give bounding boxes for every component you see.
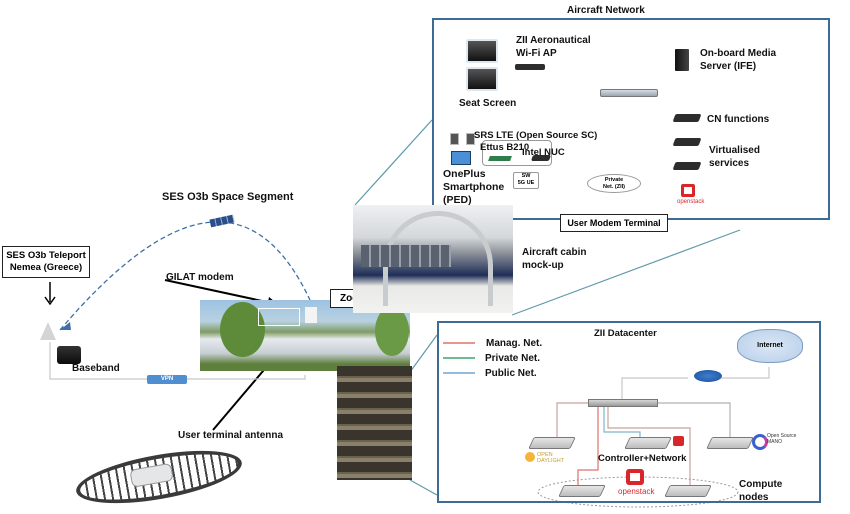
- private-net-cloud: Private Net. (ZII): [587, 174, 641, 193]
- opendaylight-server-icon: [528, 437, 576, 449]
- seat-screen-icon: [466, 39, 498, 63]
- user-terminal-antenna-label: User terminal antenna: [178, 430, 284, 441]
- osm-logo-icon: [752, 434, 768, 450]
- datacenter-rack-photo: [337, 366, 412, 480]
- user-modem-terminal-box: User Modem Terminal: [560, 214, 668, 232]
- laptop-icon: [451, 151, 471, 165]
- ettus-label: Ettus B210: [480, 142, 530, 153]
- vpn-badge: VPN: [147, 375, 187, 384]
- virtualised-services-label: Virtualised services: [709, 145, 760, 169]
- wifi-ap-icon: [515, 64, 545, 70]
- satellite-dish-icon: [40, 322, 56, 340]
- phone-icon: [450, 133, 459, 145]
- openstack-logo-text: openstack: [618, 487, 655, 496]
- datacenter-title: ZII Datacenter: [594, 328, 657, 339]
- legend-public-net: Public Net.: [485, 368, 537, 379]
- intel-nuc-label: Intel NUC: [522, 147, 565, 158]
- mano-server-icon: [706, 437, 754, 449]
- baseband-icon: [57, 346, 81, 364]
- cn-server-icon: [672, 114, 702, 122]
- satellite-link-arc: [59, 221, 311, 331]
- intel-nuc-icon: [530, 155, 552, 161]
- oneplus-smartphone-label: OnePlus Smartphone (PED): [443, 168, 505, 206]
- compute-nodes-label: Compute nodes: [739, 479, 783, 503]
- aircraft-cabin-label: Aircraft cabin mock-up: [522, 247, 587, 271]
- teleport-box: SES O3b Teleport Nemea (Greece): [2, 246, 90, 278]
- srs-hardware-group: [482, 140, 552, 166]
- openstack-logo-icon: [626, 469, 644, 485]
- internet-cloud: Internet: [737, 329, 803, 363]
- gilat-modem-label: GILAT modem: [166, 272, 234, 283]
- controller-network-label: Controller+Network: [598, 453, 687, 464]
- controller-server-icon: [624, 437, 672, 449]
- compute-node-server-icon: [664, 485, 712, 497]
- cn-server-icon: [672, 138, 702, 146]
- datacenter-panel: [437, 321, 821, 503]
- aircraft-network-title: Aircraft Network: [567, 5, 645, 16]
- srs-lte-label: SRS LTE (Open Source SC): [474, 130, 598, 141]
- baseband-label: Baseband: [72, 363, 120, 374]
- zodiac-building-photo: [200, 300, 410, 371]
- media-server-icon: [675, 49, 689, 71]
- openstack-small-icon: [673, 436, 684, 446]
- cn-server-icon: [672, 162, 702, 170]
- compute-node-server-icon: [558, 485, 606, 497]
- media-server-label: On-board Media Server (IFE): [700, 48, 777, 72]
- seat-screen-label: Seat Screen: [459, 98, 517, 109]
- sw-5g-ue-box: SW 5G UE: [513, 172, 539, 189]
- aircraft-cabin-photo: [353, 205, 513, 313]
- router-icon: [694, 370, 722, 382]
- osm-logo-text: Open Source MANO: [767, 433, 797, 445]
- seat-screen-icon: [466, 67, 498, 91]
- opendaylight-logo-icon: [525, 452, 535, 462]
- network-switch-icon: [600, 89, 658, 97]
- ettus-board-icon: [488, 156, 512, 161]
- space-segment-label: SES O3b Space Segment: [162, 191, 294, 203]
- phone-icon: [466, 133, 475, 145]
- opendaylight-logo-text: OPEN DAYLIGHT: [537, 452, 565, 464]
- openstack-logo-text: openstack: [677, 199, 705, 205]
- cn-functions-label: CN functions: [707, 114, 770, 125]
- datacenter-switch-icon: [588, 399, 658, 407]
- zii-wifi-ap-label: ZII Aeronautical Wi-Fi AP: [516, 35, 591, 59]
- legend-private-net: Private Net.: [485, 353, 541, 364]
- legend-manag-net: Manag. Net.: [486, 338, 543, 349]
- openstack-logo-icon: [681, 184, 695, 197]
